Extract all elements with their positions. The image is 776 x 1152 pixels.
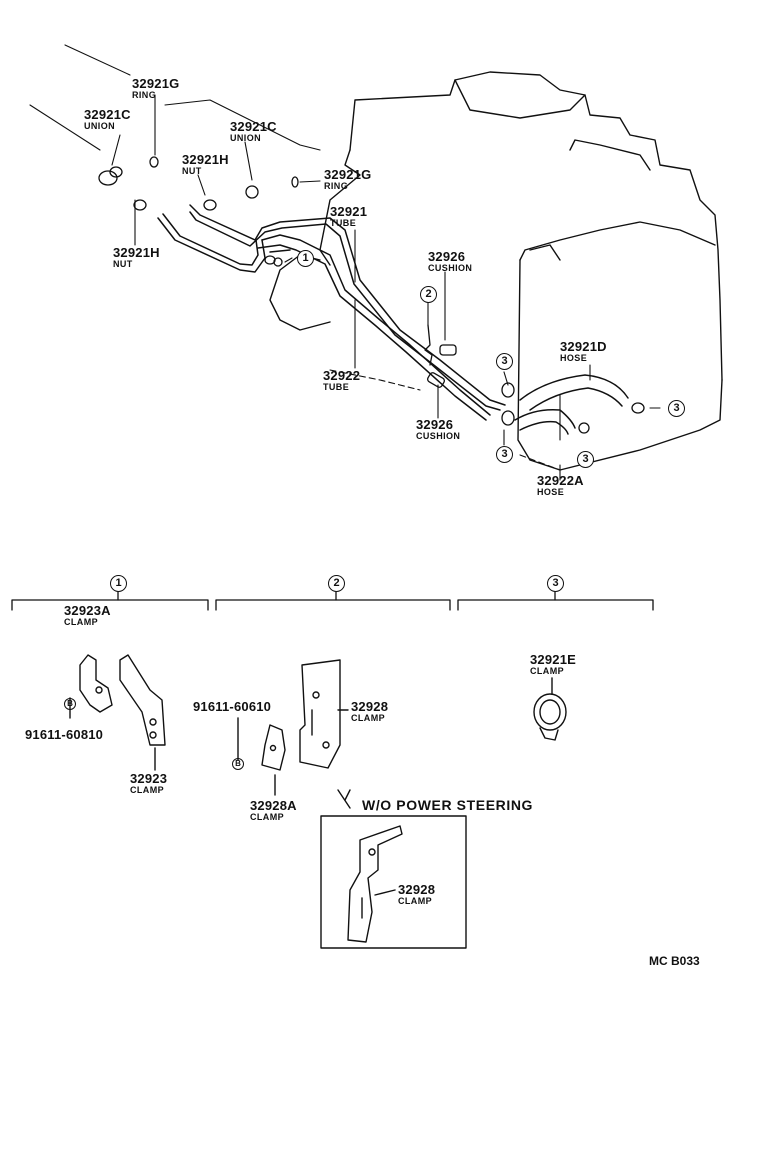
- label-nut-h-mid: 32921H NUT: [182, 153, 229, 176]
- part-name: RING: [324, 181, 349, 191]
- part-number: 32921G: [324, 167, 372, 182]
- engine-outline: [269, 71, 723, 471]
- part-name: CUSHION: [428, 263, 473, 273]
- label-cushion-bot: 32926 CUSHION: [416, 418, 460, 441]
- part-number: 32926: [428, 249, 466, 264]
- part-number: 32928: [351, 699, 389, 714]
- brake-tubes: [157, 204, 506, 421]
- part-name: HOSE: [560, 353, 588, 363]
- note-without-power-steering: W/O POWER STEERING: [362, 797, 534, 813]
- label-union-c-left: 32921C UNION: [84, 108, 131, 131]
- label-tube-32922: 32922 TUBE: [323, 369, 360, 392]
- section-2-marker: 2: [328, 575, 345, 592]
- callout-3-marker-d: 3: [577, 451, 594, 468]
- part-name: RING: [132, 90, 157, 100]
- fittings: [98, 156, 645, 434]
- section-1-marker: 1: [110, 575, 127, 592]
- callout-3-marker-b: 3: [668, 400, 685, 417]
- part-number: 32921H: [182, 152, 229, 167]
- part-number: 32928A: [250, 798, 297, 813]
- part-name: CLAMP: [398, 896, 432, 906]
- part-name: UNION: [84, 121, 115, 131]
- label-union-c-mid: 32921C UNION: [230, 120, 277, 143]
- section-3-marker: 3: [547, 575, 564, 592]
- label-clamp-28-alt: 32928 CLAMP: [398, 883, 435, 906]
- section-brackets: [11, 591, 654, 611]
- part-name: TUBE: [330, 218, 357, 228]
- part-number: 32923: [130, 771, 168, 786]
- callout-3-marker-a: 3: [496, 353, 513, 370]
- part-name: NUT: [182, 166, 202, 176]
- part-name: HOSE: [537, 487, 565, 497]
- label-clamp-23: 32923 CLAMP: [130, 772, 167, 795]
- hoses: [514, 374, 629, 435]
- part-number: 32928: [398, 882, 436, 897]
- label-clamp-28a: 32928A CLAMP: [250, 799, 297, 822]
- callout-1-marker: 1: [297, 250, 314, 267]
- callout-3-marker-c: 3: [496, 446, 513, 463]
- part-number: 32921G: [132, 76, 180, 91]
- part-number: 32922A: [537, 473, 584, 488]
- diagram-code: MC B033: [649, 954, 700, 968]
- label-clamp-28: 32928 CLAMP: [351, 700, 388, 723]
- label-clamp-21e: 32921E CLAMP: [530, 653, 576, 676]
- label-hose-a: 32922A HOSE: [537, 474, 584, 497]
- leader-lines: [29, 44, 661, 481]
- bolt-marker-2: B: [232, 758, 244, 770]
- part-name: TUBE: [323, 382, 350, 392]
- part-name: CLAMP: [351, 713, 385, 723]
- part-name: UNION: [230, 133, 261, 143]
- label-bolt-1: 91611-60810: [25, 727, 104, 742]
- part-name: CLAMP: [530, 666, 564, 676]
- part-number: 32921E: [530, 652, 577, 667]
- part-number: 32923A: [64, 603, 111, 618]
- label-ring-g-top: 32921G RING: [132, 77, 179, 100]
- part-number: 32921C: [84, 107, 131, 122]
- part-number: 32922: [323, 368, 361, 383]
- bolt-marker-1: B: [64, 698, 76, 710]
- part-name: NUT: [113, 259, 133, 269]
- label-hose-d: 32921D HOSE: [560, 340, 607, 363]
- part-number: 32921C: [230, 119, 277, 134]
- label-clamp-23a: 32923A CLAMP: [64, 604, 111, 627]
- part-name: CLAMP: [130, 785, 164, 795]
- callout-2-marker: 2: [420, 286, 437, 303]
- part-number: 32921D: [560, 339, 607, 354]
- part-name: CLAMP: [250, 812, 284, 822]
- label-nut-h-left: 32921H NUT: [113, 246, 160, 269]
- part-number: 32921H: [113, 245, 160, 260]
- part-number: 32926: [416, 417, 454, 432]
- part-number: 32921: [330, 204, 368, 219]
- part-name: CLAMP: [64, 617, 98, 627]
- part-name: CUSHION: [416, 431, 461, 441]
- label-ring-g-right: 32921G RING: [324, 168, 371, 191]
- label-tube-32921: 32921 TUBE: [330, 205, 367, 228]
- label-cushion-top: 32926 CUSHION: [428, 250, 472, 273]
- label-bolt-2: 91611-60610: [193, 699, 272, 714]
- alt-clamp-box: [320, 815, 467, 949]
